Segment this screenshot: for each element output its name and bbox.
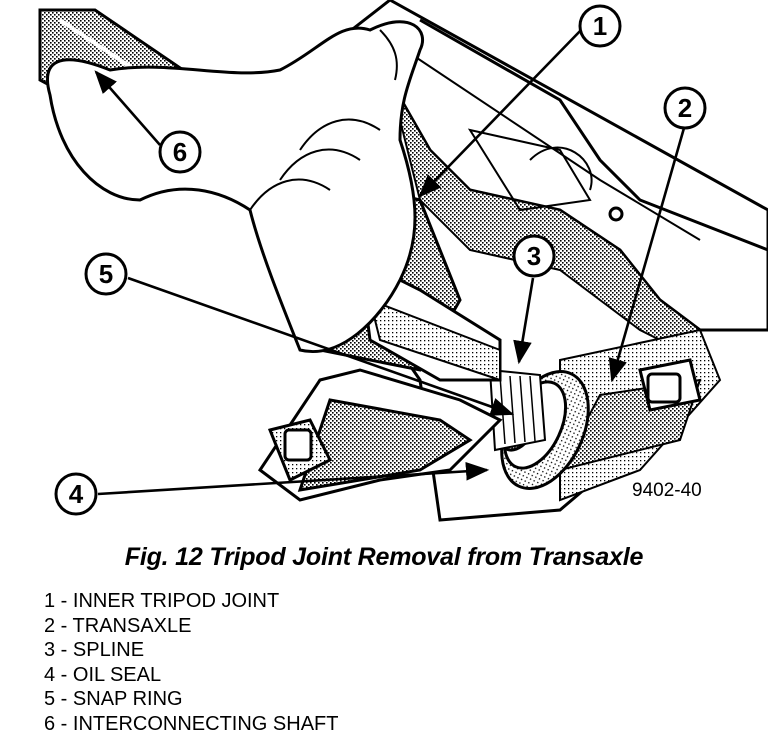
callout-6: 6 [158, 130, 202, 174]
legend-label: INTERCONNECTING SHAFT [72, 712, 339, 735]
legend-number: 2 [44, 614, 56, 637]
svg-text:5: 5 [99, 259, 113, 289]
legend-label: SPLINE [72, 639, 145, 662]
svg-text:3: 3 [527, 241, 541, 271]
leader-line-3 [513, 277, 535, 365]
legend-number: 5 [44, 688, 56, 711]
legend-number: 6 [44, 712, 56, 735]
legend-item: 4 - OIL SEAL [44, 663, 338, 688]
legend-label: SNAP RING [72, 688, 183, 711]
figure-code: 9402-40 [632, 480, 702, 501]
legend-label: TRANSAXLE [72, 614, 192, 637]
callout-legend: 1 - INNER TRIPOD JOINT 2 - TRANSAXLE 3 -… [44, 589, 338, 737]
legend-item: 5 - SNAP RING [44, 687, 338, 712]
svg-text:4: 4 [69, 479, 84, 509]
oil-seal-assembly [488, 368, 590, 490]
leader-line-1 [418, 27, 584, 198]
leader-line-4 [97, 461, 490, 496]
callout-3: 3 [512, 234, 556, 278]
callout-1: 1 [578, 4, 622, 48]
legend-label: INNER TRIPOD JOINT [72, 590, 280, 612]
hand [46, 20, 424, 353]
legend-separator: - [55, 712, 73, 735]
callout-4: 4 [54, 472, 98, 516]
callout-2: 2 [663, 86, 707, 130]
legend-number: 3 [44, 639, 56, 662]
legend-separator: - [55, 663, 73, 686]
legend-item: 1 - INNER TRIPOD JOINT [44, 589, 338, 614]
svg-text:6: 6 [173, 137, 187, 167]
legend-separator: - [55, 614, 73, 637]
legend-separator: - [55, 590, 73, 612]
leader-line-6 [94, 70, 161, 146]
legend-label: OIL SEAL [72, 663, 162, 686]
tripod-joint-removal-illustration: 1 2 3 4 5 6 9402-40 [38, 0, 768, 522]
legend-item: 6 - INTERCONNECTING SHAFT [44, 712, 338, 737]
legend-item: 2 - TRANSAXLE [44, 614, 338, 639]
legend-item: 3 - SPLINE [44, 638, 338, 663]
leader-line-5 [127, 276, 515, 416]
callout-5: 5 [84, 252, 128, 296]
svg-text:1: 1 [593, 11, 607, 41]
legend-number: 4 [44, 663, 56, 686]
legend-separator: - [55, 639, 73, 662]
figure-caption: Fig. 12 Tripod Joint Removal from Transa… [124, 543, 644, 571]
legend-number: 1 [44, 590, 56, 612]
lower-bracket [257, 368, 503, 502]
leader-line-2 [608, 127, 686, 383]
legend-separator: - [55, 688, 73, 711]
svg-text:2: 2 [678, 93, 692, 123]
leader-lines [94, 27, 686, 496]
